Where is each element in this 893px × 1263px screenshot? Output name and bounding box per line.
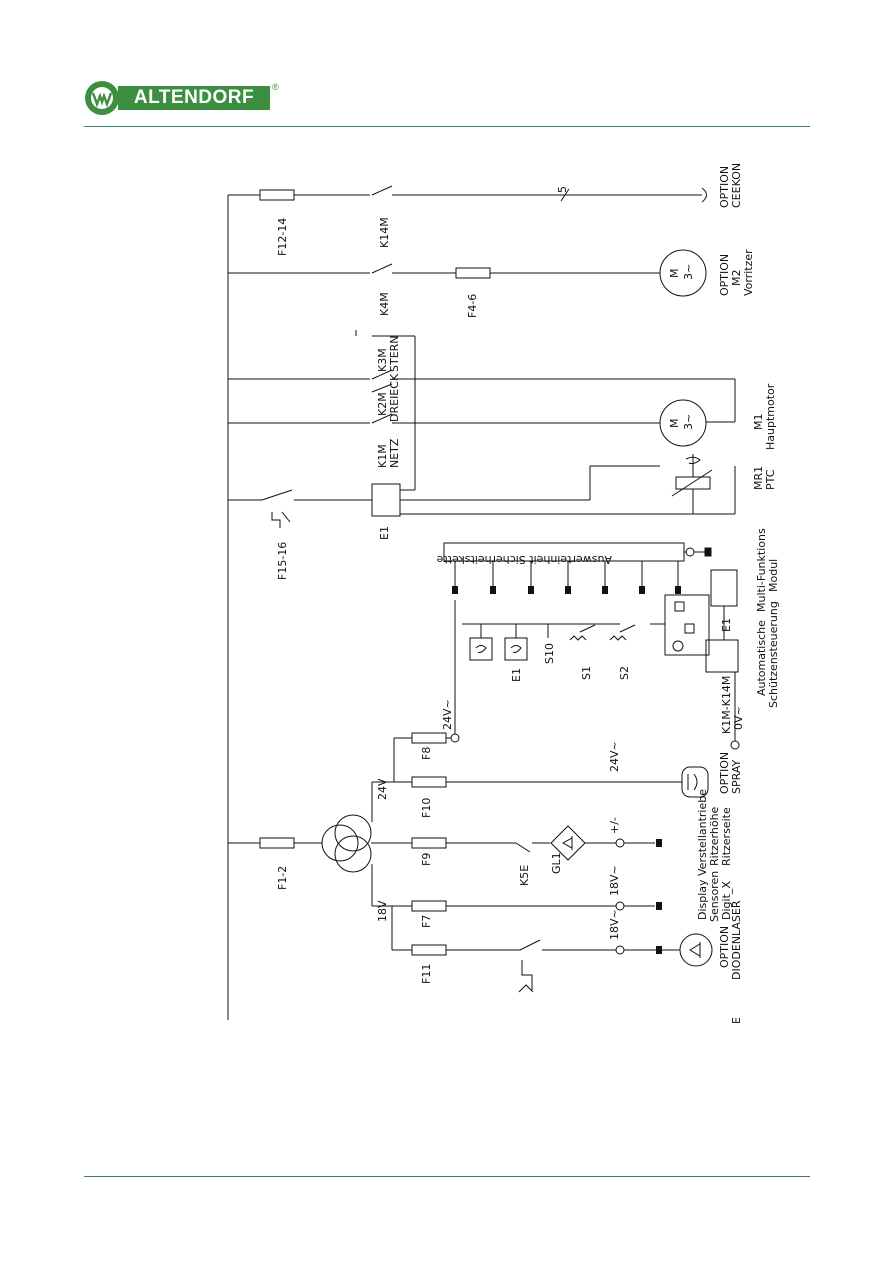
laser-diode-icon (689, 942, 701, 958)
fuse-f4-6: F4-6 (466, 294, 479, 318)
voltage-18v-transformer: 18V (376, 900, 389, 922)
fuse-f11: F11 (420, 964, 433, 984)
header-rule (84, 126, 810, 127)
fuse-f15-16: F15-16 (276, 542, 289, 580)
mr1-label-2: PTC (764, 469, 777, 490)
ceekon-label-1: OPTION (718, 166, 731, 208)
switch-s2-label: S2 (618, 666, 631, 680)
e1-module-label: E1 (720, 618, 733, 632)
e1-label: E1 (378, 526, 391, 540)
contactor-k4m: K4M (378, 292, 391, 316)
rectifier-diode-icon (561, 836, 573, 850)
spray-label-1: OPTION (718, 752, 731, 794)
contactor-k2m-sub: DREIECK (388, 373, 401, 422)
fuse-f7: F7 (420, 915, 433, 928)
voltage-18v-laser: 18V~ (608, 909, 621, 940)
switch-s1-label: S1 (580, 666, 593, 680)
m2-symbol: M (668, 269, 681, 279)
altendorf-logo-icon (85, 81, 119, 115)
gl1-label: GL1 (550, 852, 563, 874)
contactor-k5e: K5E (518, 865, 531, 886)
spray-symbol-icon (687, 773, 698, 791)
display-label-3: Digit_X (720, 881, 733, 920)
switch-e1-label: E1 (510, 668, 523, 682)
fuse-f9: F9 (420, 853, 433, 866)
contactor-k1m: K1M (376, 444, 389, 468)
voltage-24v-f8: 24V~ (441, 699, 454, 730)
safety-chain-label: Auswerteinheit Sicherheitskette (436, 553, 612, 566)
fuse-f8: F8 (420, 747, 433, 760)
verstell-label-1: Verstellantriebe (696, 789, 709, 876)
ptc-sense-icon (685, 456, 701, 465)
m2-label-1: OPTION (718, 254, 731, 296)
display-label-2: Sensoren (708, 871, 721, 922)
m2-phase: 3~ (682, 264, 695, 280)
switch-s10-label: S10 (543, 643, 556, 664)
auto-label-1: Automatische (755, 620, 768, 696)
fuse-f1-2: F1-2 (276, 866, 289, 890)
m1-label-2: Hauptmotor (764, 383, 777, 450)
display-label-1: Display (696, 879, 709, 920)
m1-label-1: M1 (752, 414, 765, 431)
voltage-24v-transformer: 24V (376, 778, 389, 800)
voltage-24v-spray: 24V~ (608, 741, 621, 772)
contactor-k3m-sub: STERN (388, 335, 401, 372)
m2-label-2: M2 (730, 270, 743, 287)
auto-label-2: Schützensteuerung (767, 601, 780, 708)
voltage-18v-display: 18V~ (608, 865, 621, 896)
footer-rule (84, 1176, 810, 1177)
laser-label-1: OPTION (718, 926, 731, 968)
sensor-e2-icon (510, 645, 522, 653)
verstell-label-2: Ritzerhöhe (708, 806, 721, 866)
e-label: E (730, 1017, 743, 1024)
registered-mark: ® (272, 82, 279, 92)
sensor-e1-icon (475, 645, 487, 653)
m2-label-3: Vorritzer (742, 249, 755, 296)
mr1-label-1: MR1 (752, 466, 765, 490)
contactor-k2m: K2M (376, 392, 389, 416)
verstell-label-3: Ritzerseite (720, 807, 733, 866)
multi-label-1: Multi-Funktions (755, 528, 768, 612)
k1m-k14m-label: K1M-K14M (720, 676, 733, 734)
ceekon-label-2: CEEKON (730, 163, 743, 208)
voltage-plus-minus: +/- (608, 817, 621, 834)
laser-label-2: DIODENLASER (730, 900, 743, 980)
contactor-k3m: K3M (376, 348, 389, 372)
multi-label-2: Modul (767, 559, 780, 592)
brand-name: ALTENDORF (118, 86, 270, 110)
spray-label-2: SPRAY (730, 760, 743, 794)
m1-symbol: M (668, 419, 681, 429)
fuse-f10: F10 (420, 798, 433, 818)
contactor-k1m-sub: NETZ (388, 438, 401, 468)
contactor-k14m: K14M (378, 217, 391, 248)
wire-count: 5 (556, 186, 569, 193)
m1-phase: 3~ (682, 414, 695, 430)
zero-volt-label: 0V~ (732, 706, 745, 730)
fuse-f12-14: F12-14 (276, 218, 289, 256)
